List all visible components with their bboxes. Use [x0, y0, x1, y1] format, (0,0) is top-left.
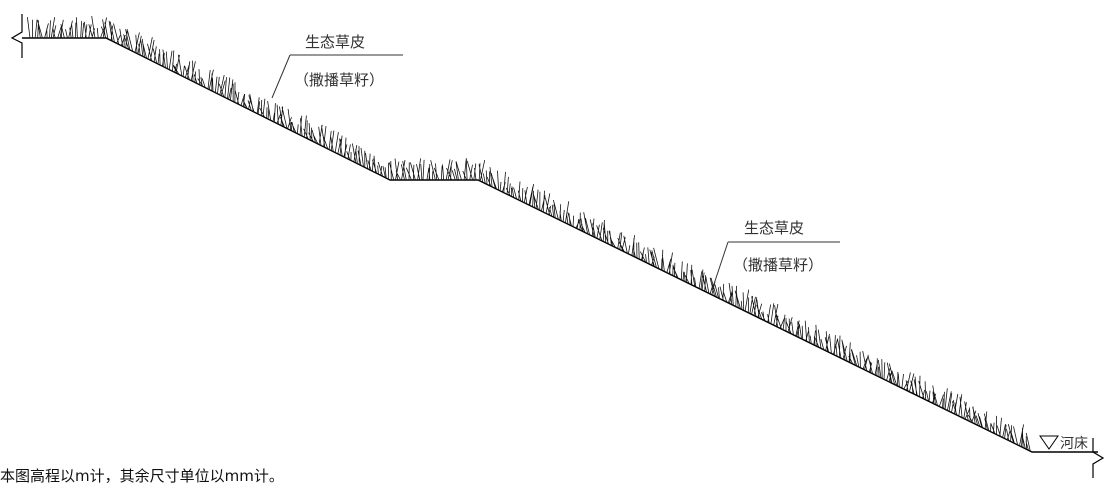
left-break-line-icon: [10, 14, 23, 58]
grass-blades: [27, 16, 1031, 452]
lower-turf-sublabel: （撒播草籽）: [733, 256, 823, 274]
riverbed-marker: 河床: [1036, 435, 1096, 453]
turf-grass-hatching: [27, 16, 1031, 452]
drawing-note: 本图高程以m计，其余尺寸单位以mm计。: [0, 467, 284, 485]
lower-callout-leader: [711, 241, 729, 291]
lower-turf-callout: 生态草皮 （撒播草籽）: [711, 219, 840, 291]
upper-turf-sublabel: （撒播草籽）: [294, 71, 384, 89]
lower-turf-label: 生态草皮: [744, 219, 804, 237]
upper-turf-callout: 生态草皮 （撒播草籽）: [271, 33, 403, 99]
upper-callout-leader: [271, 54, 291, 99]
riverbed-label: 河床: [1060, 436, 1088, 452]
upper-turf-label: 生态草皮: [305, 33, 365, 51]
right-break-line-icon: [1092, 438, 1105, 478]
water-level-triangle-icon: [1039, 435, 1059, 450]
slope-profile-line: [22, 37, 1098, 453]
